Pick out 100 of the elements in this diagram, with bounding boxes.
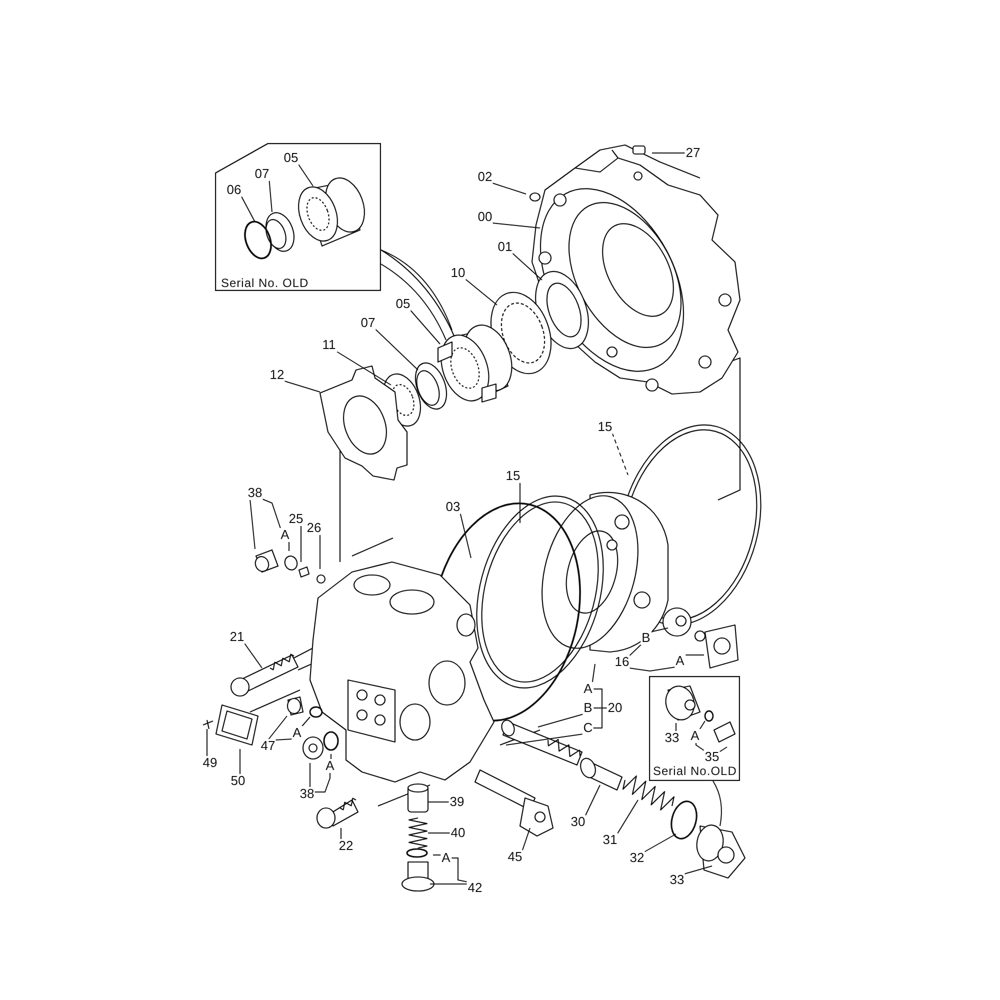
callout-number: 15 bbox=[596, 420, 614, 434]
leader-line bbox=[616, 800, 638, 834]
callout-number: 38 bbox=[298, 787, 316, 801]
callout-number: A bbox=[280, 528, 290, 542]
leader-line bbox=[410, 310, 440, 344]
inset-frame bbox=[649, 676, 740, 781]
leader-line bbox=[288, 540, 290, 552]
leader-line bbox=[244, 642, 262, 668]
o-ring-drawing bbox=[704, 710, 714, 722]
callout-number: A bbox=[292, 726, 302, 740]
leader-line bbox=[250, 498, 256, 550]
callout-number: 02 bbox=[476, 170, 494, 184]
leader-line bbox=[628, 644, 642, 656]
callout-number: 47 bbox=[260, 739, 276, 753]
callout-number: 31 bbox=[602, 833, 618, 847]
leader-line bbox=[460, 512, 472, 558]
leader-line bbox=[284, 380, 320, 392]
leader-line bbox=[340, 828, 342, 840]
callout-number: B bbox=[582, 701, 594, 715]
leader-line bbox=[718, 746, 728, 752]
callout-number: 21 bbox=[228, 630, 246, 644]
leader-line bbox=[538, 714, 584, 728]
callout-number: 11 bbox=[321, 338, 337, 352]
leader-line bbox=[612, 432, 628, 476]
callout-number: 07 bbox=[360, 316, 376, 330]
callout-number: 10 bbox=[450, 266, 466, 280]
leader-line bbox=[432, 854, 442, 856]
leader-line bbox=[268, 180, 272, 212]
callout-number: A bbox=[674, 654, 686, 668]
leader-line bbox=[592, 708, 608, 728]
leader-line bbox=[374, 328, 418, 370]
callout-number: 35 bbox=[704, 750, 720, 764]
callout-number: C bbox=[582, 721, 594, 735]
callout-number: A bbox=[690, 729, 700, 743]
callout-number: 07 bbox=[254, 167, 270, 181]
leader-line bbox=[450, 858, 468, 882]
leader-line bbox=[464, 278, 498, 306]
plug-drawing bbox=[286, 696, 305, 717]
callout-number: 50 bbox=[230, 774, 246, 788]
leader-line bbox=[684, 866, 712, 874]
leader-line bbox=[240, 196, 256, 222]
callout-number: 01 bbox=[496, 240, 514, 254]
leader-line bbox=[335, 350, 392, 386]
leader-line bbox=[274, 738, 294, 740]
callout-number: 30 bbox=[570, 815, 586, 829]
leader-line bbox=[428, 832, 452, 834]
plug-drawing bbox=[254, 548, 280, 574]
leader-line bbox=[696, 742, 706, 752]
leader-line bbox=[592, 664, 596, 684]
leader-line bbox=[380, 264, 446, 340]
callout-number: 49 bbox=[202, 756, 218, 770]
leader-line bbox=[650, 628, 668, 632]
leader-line bbox=[300, 524, 302, 562]
leader-line bbox=[268, 716, 288, 740]
leader-line bbox=[522, 828, 530, 852]
callout-number: A bbox=[324, 759, 336, 773]
callout-number: 05 bbox=[282, 151, 300, 165]
leader-line bbox=[492, 222, 540, 228]
leader-line bbox=[206, 728, 208, 758]
leader-line bbox=[684, 654, 704, 656]
callout-number: 32 bbox=[628, 851, 646, 865]
leader-line bbox=[492, 182, 526, 194]
leader-line bbox=[584, 784, 600, 816]
inset-caption: Serial No.OLD bbox=[653, 765, 737, 778]
leader-line bbox=[262, 498, 282, 530]
callout-number: 40 bbox=[450, 826, 466, 840]
callout-number: 45 bbox=[506, 850, 524, 864]
callout-number: 20 bbox=[606, 701, 624, 715]
o-ring-drawing bbox=[309, 706, 323, 718]
callout-number: 27 bbox=[684, 146, 702, 160]
leader-line bbox=[652, 152, 686, 154]
callout-number: 06 bbox=[226, 183, 242, 197]
leader-line bbox=[300, 716, 310, 728]
leader-line bbox=[298, 164, 314, 186]
leader-line bbox=[380, 250, 452, 330]
callout-number: 33 bbox=[664, 731, 680, 745]
callout-number: 22 bbox=[338, 839, 354, 853]
leader-line bbox=[512, 252, 542, 280]
leader-line bbox=[628, 666, 676, 672]
callout-number: 25 bbox=[288, 512, 304, 526]
callout-number: 33 bbox=[668, 873, 686, 887]
callout-number: 12 bbox=[268, 368, 286, 382]
callout-number: 05 bbox=[394, 297, 412, 311]
callout-number: 03 bbox=[444, 500, 462, 514]
callout-number: 26 bbox=[306, 521, 322, 535]
callout-number: 39 bbox=[448, 795, 466, 809]
leader-line bbox=[712, 780, 722, 826]
callout-number: B bbox=[640, 631, 652, 645]
callout-number: A bbox=[440, 851, 452, 865]
callout-number: A bbox=[582, 682, 594, 696]
inset-frame bbox=[215, 143, 381, 291]
callout-number: 16 bbox=[614, 655, 630, 669]
callout-number: 38 bbox=[246, 486, 264, 500]
leader-line bbox=[314, 772, 330, 792]
leader-line bbox=[506, 734, 584, 746]
inset-caption: Serial No. OLD bbox=[221, 277, 309, 290]
leader-line bbox=[330, 754, 332, 760]
callout-number: 42 bbox=[466, 881, 484, 895]
callout-number: 00 bbox=[476, 210, 494, 224]
leader-line bbox=[644, 834, 676, 852]
